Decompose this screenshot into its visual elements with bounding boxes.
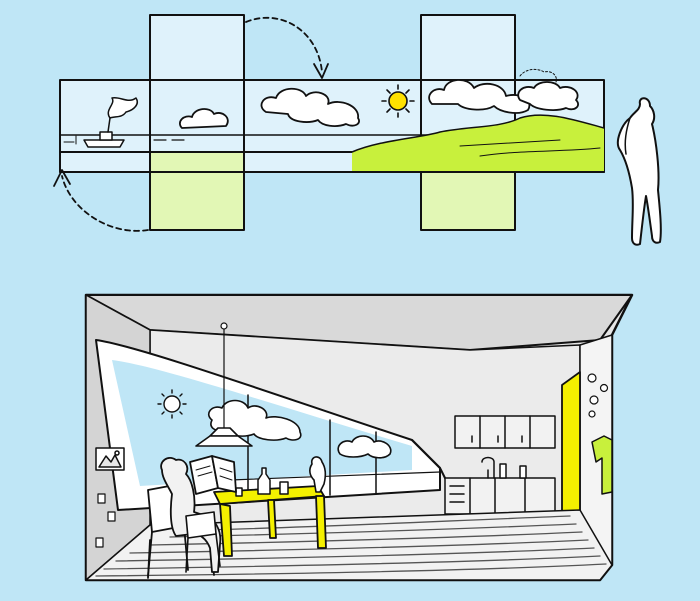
fold-arrow: [245, 17, 323, 73]
cloud-icon: [179, 108, 229, 129]
cloud-icon: [428, 79, 531, 114]
sun-icon: [157, 389, 187, 419]
dining-chair: [185, 511, 221, 573]
right-cross-top-panel: [420, 14, 516, 81]
yellow-door: [561, 371, 581, 529]
window-edge: [411, 439, 447, 481]
sun-icon: [381, 84, 415, 118]
lamp-shade: [195, 435, 253, 447]
fold-arrowhead: [313, 63, 329, 79]
lamp-ceiling-mount: [220, 322, 228, 330]
person-icon: [616, 97, 662, 246]
green-shirt-icon: [591, 435, 613, 495]
cloud-icon: [260, 87, 360, 127]
wall-notes: [95, 493, 116, 548]
kitchen-counter: [444, 456, 556, 515]
hill-outline: [351, 114, 605, 153]
fold-arrowhead: [53, 169, 71, 187]
person-icon: [309, 456, 327, 493]
left-cross-top-panel: [149, 14, 245, 81]
steamboat-icon: [63, 96, 138, 148]
folded-cloud-outline: [519, 68, 557, 83]
hill-shade-line: [479, 147, 601, 157]
unfolded-panorama: [53, 14, 662, 246]
wall-dots: [587, 373, 609, 418]
green-hill: [352, 115, 604, 172]
hill-shade-line: [459, 139, 561, 147]
cloud-icon: [517, 81, 579, 111]
cloud-icon: [337, 435, 392, 459]
fold-arrow: [61, 175, 149, 232]
framed-picture-icon: [95, 447, 125, 471]
left-cross-floor-panel: [149, 151, 245, 231]
interior-room: [84, 293, 634, 582]
wall-cabinets: [454, 415, 556, 449]
